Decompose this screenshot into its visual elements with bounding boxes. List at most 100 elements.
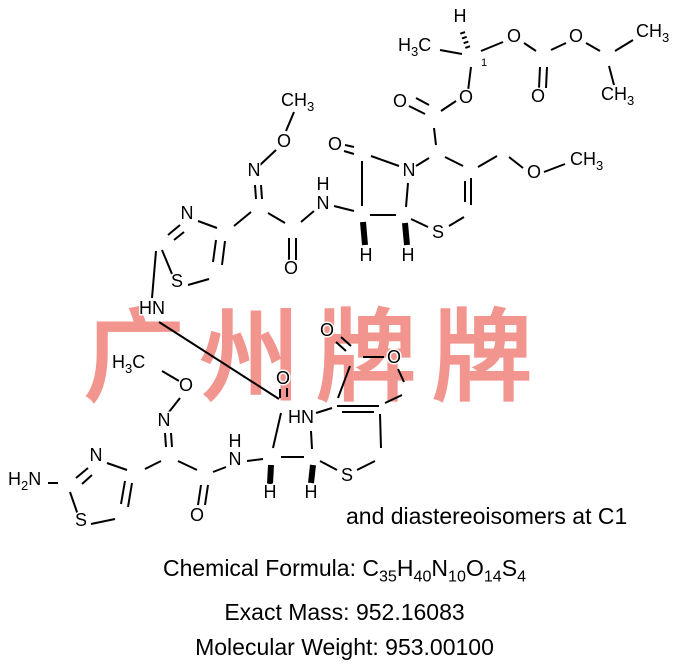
- atom-label: H2N: [8, 469, 41, 493]
- bond: [197, 484, 202, 506]
- atom-label: H: [305, 482, 318, 502]
- bond: [408, 105, 426, 115]
- atom-label: H: [454, 6, 467, 26]
- atom-label: N: [317, 193, 330, 213]
- atom-label: N: [403, 160, 416, 180]
- atom-label: H: [360, 245, 373, 265]
- bond: [106, 462, 128, 471]
- bond: [340, 336, 352, 347]
- bond: [410, 218, 429, 228]
- bond: [308, 464, 316, 484]
- bond: [608, 65, 615, 86]
- bond: [543, 163, 566, 173]
- bond: [315, 407, 333, 414]
- atom-label: H: [317, 174, 330, 194]
- bond: [480, 41, 504, 52]
- bond: [168, 397, 181, 413]
- atom-label: H3C: [398, 35, 431, 59]
- bond: [360, 221, 368, 246]
- bond: [384, 394, 403, 404]
- bond: [90, 518, 116, 525]
- atom-label: O: [527, 162, 541, 182]
- atom-label: O: [507, 26, 521, 46]
- bond: [405, 182, 409, 208]
- bond: [356, 460, 376, 471]
- bond: [120, 480, 126, 505]
- bond: [370, 155, 400, 167]
- atom-label: H3C: [112, 352, 145, 376]
- bond: [164, 432, 167, 448]
- bond: [127, 482, 133, 508]
- bond: [158, 321, 280, 400]
- atom-label: O: [393, 91, 407, 111]
- bond: [459, 30, 471, 49]
- bond: [397, 368, 405, 383]
- bond: [167, 224, 181, 236]
- atom-label: S: [75, 510, 87, 530]
- bond: [379, 413, 382, 449]
- atom-label: H: [402, 245, 415, 265]
- bond: [343, 150, 355, 155]
- atom-label: CH3: [570, 149, 603, 173]
- bond: [173, 231, 185, 241]
- bond: [197, 220, 218, 229]
- bond: [233, 211, 252, 227]
- bond: [170, 432, 173, 448]
- bond: [550, 42, 567, 51]
- atom-label: HN: [288, 407, 314, 427]
- atom-label: N: [158, 410, 171, 430]
- bond: [415, 157, 430, 167]
- bond: [439, 49, 463, 55]
- bond: [335, 341, 347, 352]
- atom-label: N: [181, 203, 194, 223]
- bond: [212, 466, 227, 473]
- atom-label: O: [531, 86, 545, 106]
- bond: [151, 250, 157, 299]
- atom-label: S: [432, 222, 444, 242]
- bond: [415, 97, 430, 106]
- bond: [254, 184, 257, 200]
- bond: [260, 184, 263, 200]
- bond: [69, 491, 79, 516]
- bond: [538, 66, 541, 89]
- atom-label: O: [387, 347, 401, 367]
- atom-label: O: [190, 505, 204, 525]
- bond: [75, 467, 89, 479]
- bond: [161, 370, 180, 382]
- atom-label: O: [179, 375, 193, 395]
- bond: [300, 210, 315, 223]
- atom-label: O: [459, 87, 473, 107]
- diastereoisomers-note: and diastereoisomers at C1: [346, 503, 628, 529]
- bond: [344, 144, 355, 148]
- watermark-text: 广州牌牌: [84, 299, 548, 416]
- atom-label: CH3: [636, 21, 669, 45]
- atom-label: CH3: [281, 90, 314, 114]
- bond: [259, 149, 277, 166]
- atom-label: S: [341, 465, 353, 485]
- atom-label: O: [277, 131, 291, 151]
- bond: [221, 240, 226, 266]
- bond: [545, 66, 548, 89]
- atom-label: N: [248, 160, 261, 180]
- bond: [272, 412, 282, 449]
- bond: [212, 239, 217, 263]
- atom-label: O: [320, 320, 334, 340]
- atom-label: H: [264, 482, 277, 502]
- bond: [508, 156, 524, 169]
- exact-mass: Exact Mass: 952.16083: [224, 598, 465, 625]
- bond: [333, 205, 355, 212]
- bond: [246, 458, 264, 462]
- bond: [144, 460, 162, 470]
- atom-label: 1: [481, 57, 487, 69]
- bond: [614, 39, 634, 52]
- bond: [523, 42, 537, 52]
- bond: [337, 365, 351, 399]
- atom-label: N: [90, 445, 103, 465]
- bond: [285, 111, 295, 132]
- chemical-formula: Chemical Formula: C35H40N10O14S4: [162, 555, 527, 586]
- bond: [267, 212, 286, 224]
- bond: [433, 127, 437, 146]
- bond: [402, 222, 410, 246]
- bond: [319, 460, 338, 471]
